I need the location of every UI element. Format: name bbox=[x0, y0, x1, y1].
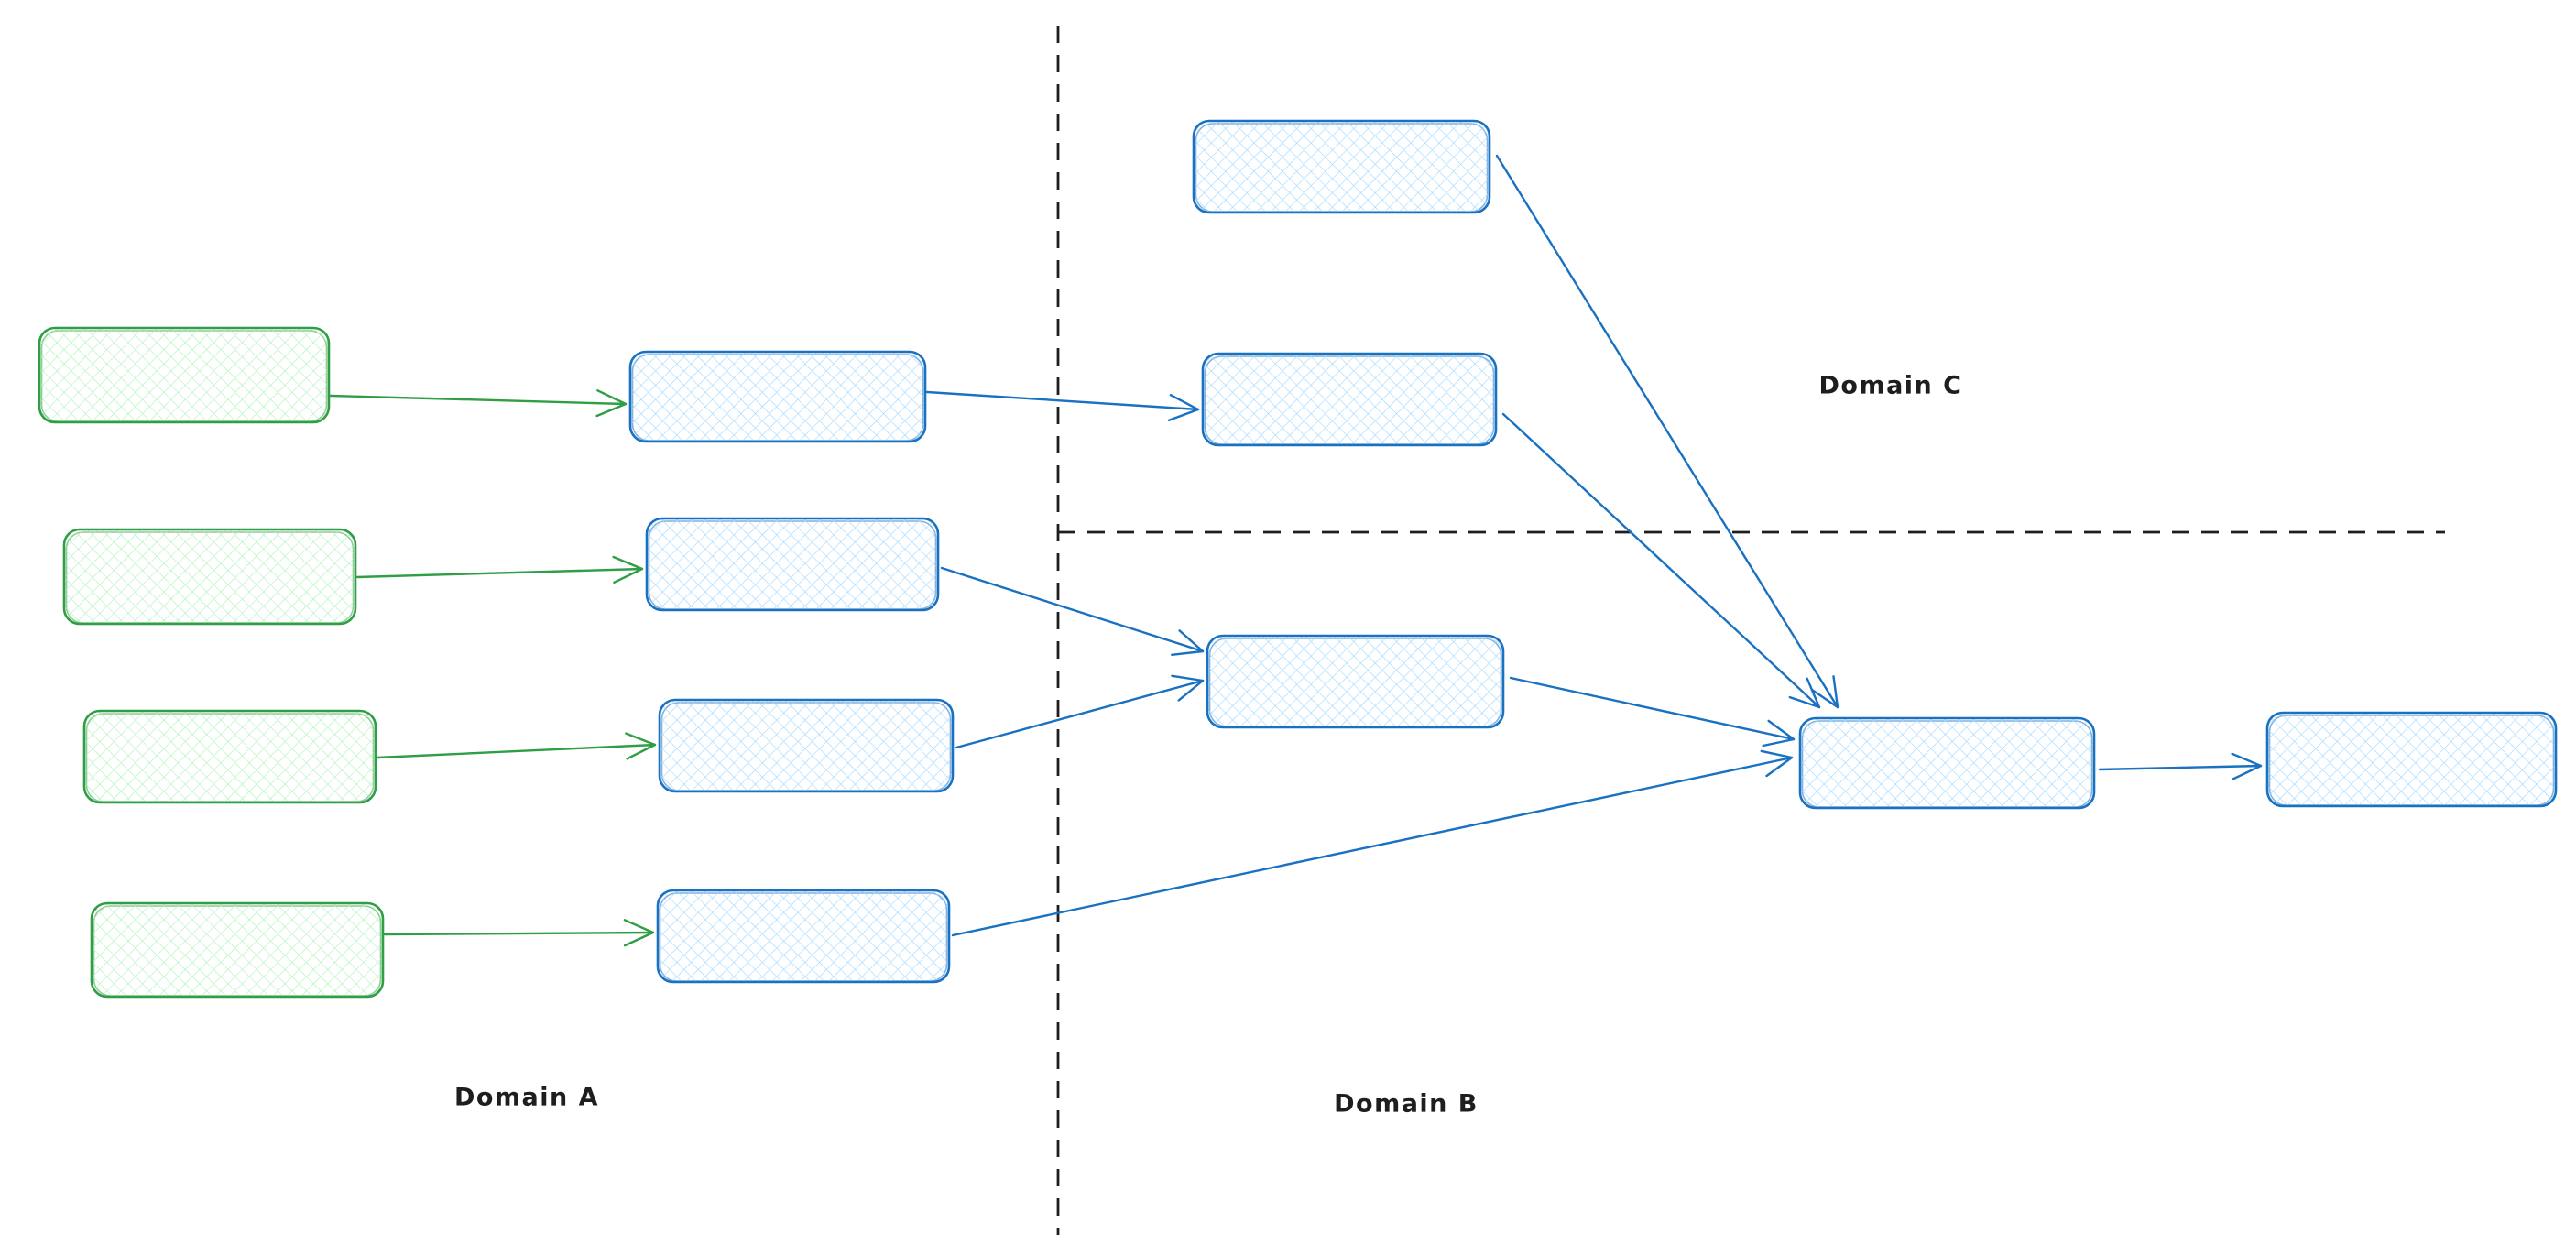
hub-box bbox=[1798, 716, 2096, 810]
output-box bbox=[2265, 711, 2558, 808]
arrow-source3-to-a3 bbox=[376, 743, 657, 759]
domain-a-blue-box-3 bbox=[658, 698, 955, 793]
arrow-b-top-to-hub-arrowhead bbox=[1788, 677, 1821, 709]
green-source-box-2 bbox=[62, 528, 357, 626]
domain-c-blue-box bbox=[1192, 119, 1491, 214]
arrow-b-mid-to-hub-arrowhead bbox=[1762, 719, 1796, 748]
arrow-source1-to-a1-arrowhead bbox=[595, 389, 628, 418]
arrow-a1-to-b-top bbox=[925, 390, 1200, 411]
domain-b-top-box bbox=[1201, 352, 1498, 447]
arrow-a2-to-b-mid-arrowhead bbox=[1171, 629, 1205, 656]
arrow-source2-to-a2 bbox=[355, 567, 644, 579]
arrow-c-to-hub-arrowhead bbox=[1810, 675, 1839, 709]
arrow-a3-to-b-mid-arrowhead bbox=[1171, 674, 1205, 702]
edge-layer bbox=[329, 154, 2263, 947]
green-source-box-3 bbox=[82, 709, 377, 804]
divider-layer bbox=[1056, 26, 2445, 1235]
arrow-b-mid-to-hub bbox=[1509, 676, 1796, 741]
arrow-c-to-hub bbox=[1495, 154, 1839, 709]
arrow-a4-to-hub bbox=[951, 756, 1794, 937]
arrow-a2-to-b-mid bbox=[940, 566, 1205, 653]
arrow-a3-to-b-mid bbox=[955, 679, 1205, 749]
arrow-source3-to-a3-arrowhead bbox=[625, 732, 657, 760]
node-layer bbox=[38, 119, 2558, 999]
arrow-source4-to-a4-arrowhead bbox=[623, 919, 655, 947]
arrow-hub-to-output-arrowhead bbox=[2231, 752, 2263, 780]
domain-b-label: Domain B bbox=[1334, 1089, 1479, 1119]
arrow-source1-to-a1 bbox=[329, 394, 628, 406]
arrow-source4-to-a4 bbox=[383, 931, 655, 936]
domain-a-blue-box-1 bbox=[628, 350, 927, 443]
green-source-box-1 bbox=[38, 326, 331, 424]
domain-a-blue-box-2 bbox=[645, 517, 940, 612]
arrow-a4-to-hub-arrowhead bbox=[1760, 749, 1794, 778]
domain-c-label: Domain C bbox=[1818, 371, 1963, 400]
arrow-b-top-to-hub bbox=[1501, 412, 1821, 709]
domain-b-mid-box bbox=[1206, 634, 1505, 729]
domain-a-label: Domain A bbox=[453, 1083, 600, 1112]
domain-a-blue-box-4 bbox=[656, 889, 951, 984]
arrow-hub-to-output bbox=[2098, 764, 2263, 771]
green-source-box-4 bbox=[90, 901, 385, 999]
arrow-source2-to-a2-arrowhead bbox=[612, 555, 644, 584]
arrow-a1-to-b-top-arrowhead bbox=[1167, 394, 1200, 421]
